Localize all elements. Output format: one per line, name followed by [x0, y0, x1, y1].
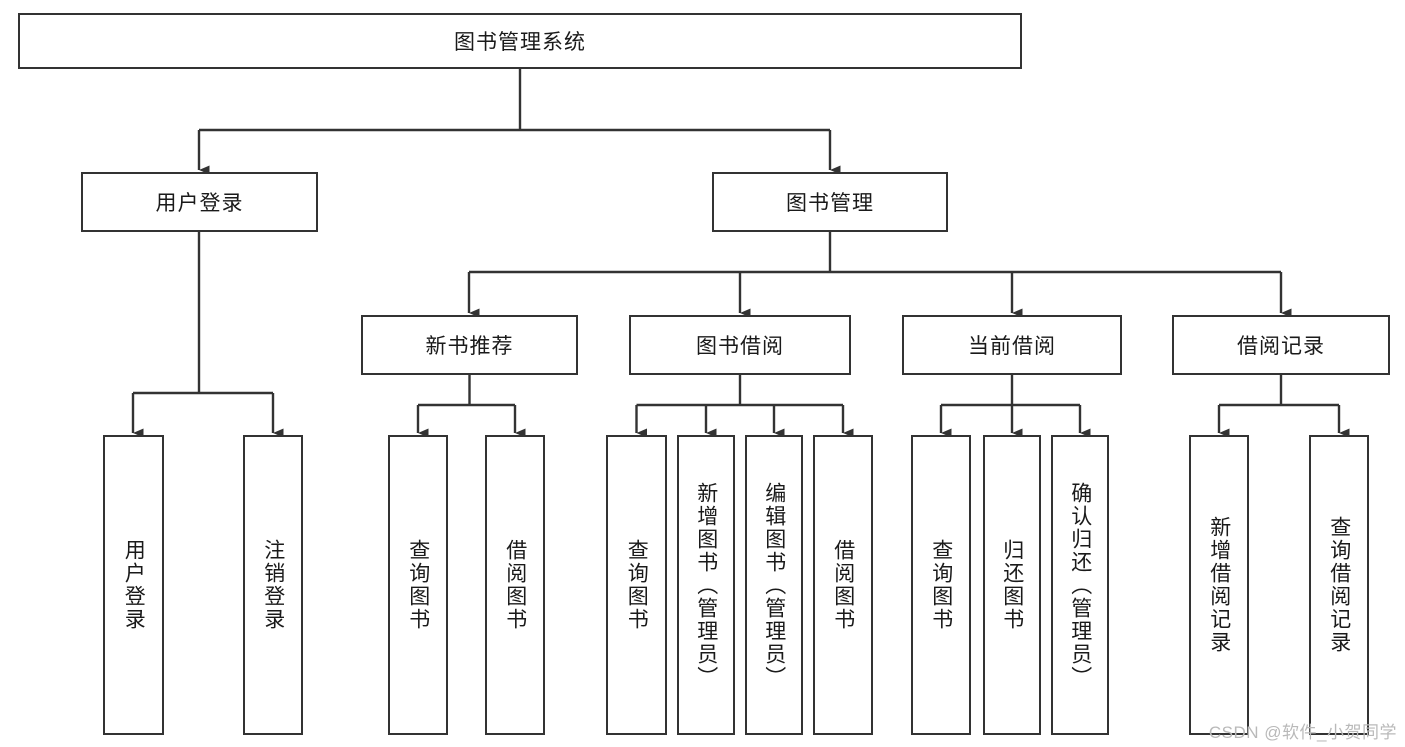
node-label: 新增图书（管理员）	[694, 481, 718, 689]
node-label: 查询借阅记录	[1327, 516, 1351, 654]
node-leaf-confirm-return-admin[interactable]: 确认归还（管理员）	[1051, 435, 1109, 735]
node-book-manage[interactable]: 图书管理	[712, 172, 948, 232]
node-label: 借阅记录	[1237, 335, 1325, 358]
node-label: 新书推荐	[425, 335, 514, 358]
node-label: 注销登录	[261, 539, 285, 631]
node-user-login[interactable]: 用户登录	[81, 172, 318, 232]
node-leaf-user-login[interactable]: 用户登录	[103, 435, 164, 735]
node-leaf-query-book-2[interactable]: 查询图书	[606, 435, 667, 735]
node-label: 当前借阅	[968, 335, 1056, 358]
node-label: 查询图书	[929, 539, 953, 631]
node-label: 借阅图书	[503, 539, 527, 631]
node-leaf-query-borrow-record[interactable]: 查询借阅记录	[1309, 435, 1369, 735]
node-label: 图书管理系统	[454, 31, 586, 54]
node-leaf-add-book-admin[interactable]: 新增图书（管理员）	[677, 435, 735, 735]
node-new-book-recommend[interactable]: 新书推荐	[361, 315, 578, 375]
node-leaf-query-book-3[interactable]: 查询图书	[911, 435, 971, 735]
node-leaf-add-borrow-record[interactable]: 新增借阅记录	[1189, 435, 1249, 735]
node-label: 查询图书	[625, 539, 649, 631]
node-label: 确认归还（管理员）	[1068, 481, 1092, 689]
node-label: 新增借阅记录	[1207, 516, 1231, 654]
node-borrow-record[interactable]: 借阅记录	[1172, 315, 1390, 375]
node-root-book-management-system[interactable]: 图书管理系统	[18, 13, 1022, 69]
node-leaf-return-book[interactable]: 归还图书	[983, 435, 1041, 735]
node-leaf-logout[interactable]: 注销登录	[243, 435, 303, 735]
node-label: 借阅图书	[831, 539, 855, 631]
node-label: 用户登录	[122, 539, 146, 631]
node-leaf-borrow-book-1[interactable]: 借阅图书	[485, 435, 545, 735]
node-current-borrow[interactable]: 当前借阅	[902, 315, 1122, 375]
node-label: 图书借阅	[696, 335, 784, 358]
node-label: 归还图书	[1000, 539, 1024, 631]
node-label: 查询图书	[406, 539, 430, 631]
node-leaf-query-book-1[interactable]: 查询图书	[388, 435, 448, 735]
watermark-text: CSDN @软件_小贺同学	[1208, 723, 1397, 742]
node-leaf-edit-book-admin[interactable]: 编辑图书（管理员）	[745, 435, 803, 735]
node-label: 编辑图书（管理员）	[762, 481, 786, 689]
node-book-borrow[interactable]: 图书借阅	[629, 315, 851, 375]
node-label: 图书管理	[786, 192, 874, 215]
node-label: 用户登录	[155, 192, 244, 215]
node-leaf-borrow-book-2[interactable]: 借阅图书	[813, 435, 873, 735]
